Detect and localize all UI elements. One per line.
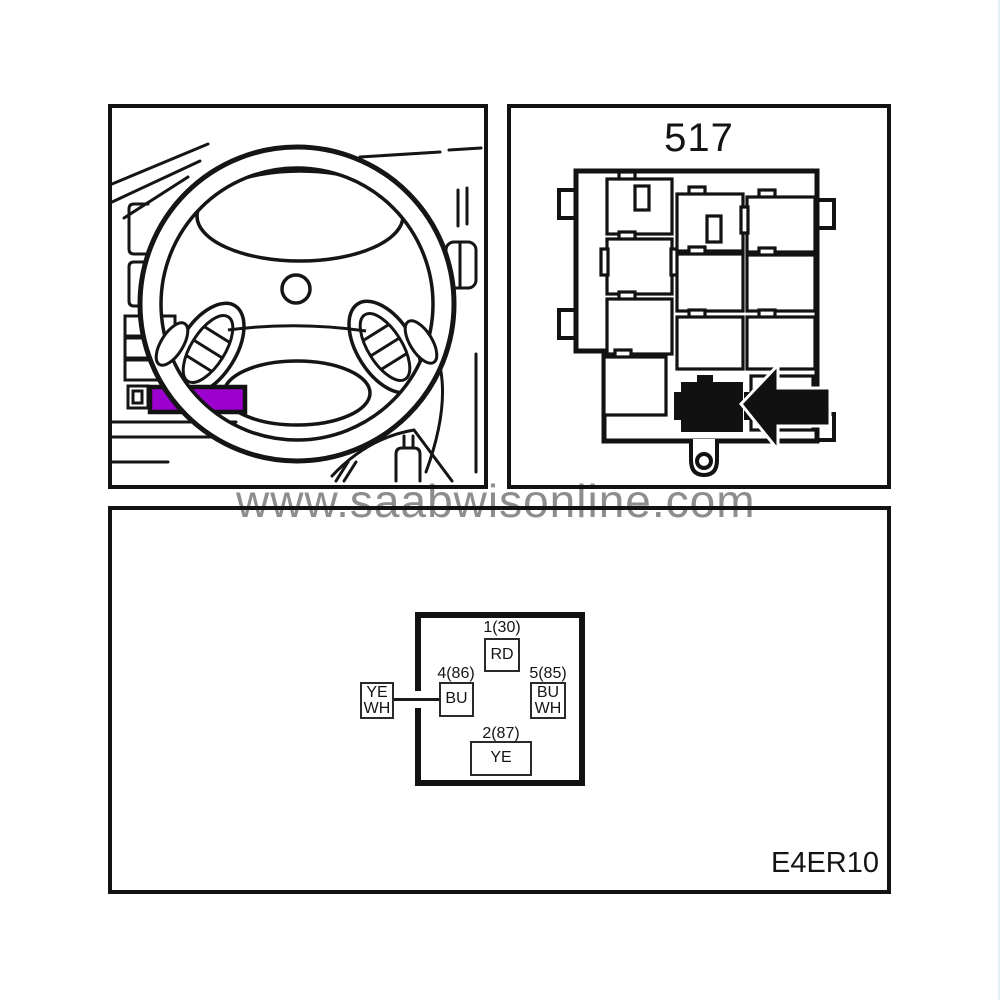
mounting-hole — [695, 452, 713, 470]
steering-wheel — [137, 144, 457, 464]
steering-wheel-illustration — [112, 142, 483, 483]
fusebox-panel: 517 — [507, 104, 891, 489]
relay-slot — [675, 252, 745, 313]
relay-slot — [745, 195, 817, 254]
location-arrow-icon — [739, 361, 832, 455]
drawing-reference-code: E4ER10 — [770, 847, 879, 879]
relay-slot — [602, 355, 668, 417]
pin-label-1-30: 1(30) — [483, 619, 521, 636]
wire-box-bu: BU — [439, 682, 474, 717]
relay-slots — [599, 170, 817, 432]
wire-color-bottom: WH — [363, 700, 391, 717]
relay-slot — [605, 237, 674, 296]
relay-slot — [745, 315, 817, 371]
relay-slot — [745, 253, 817, 313]
wire-color-top: YE — [366, 684, 388, 701]
horn-button — [280, 273, 312, 305]
wire-box-bu-wh: BU WH — [530, 682, 566, 719]
pin-label-4-86: 4(86) — [437, 665, 475, 682]
clip — [815, 198, 836, 230]
location-panel — [108, 104, 488, 489]
wire-86-line — [393, 698, 440, 701]
wire-color-bottom: WH — [534, 700, 562, 717]
wheel-rim-outer — [137, 144, 457, 464]
external-wire-box-ye-wh: YE WH — [360, 682, 394, 719]
watermark: www.saabwisonline.com — [236, 475, 756, 527]
wire-box-rd: RD — [484, 638, 520, 672]
connector-panel: 1(30) RD 4(86) BU 5(85) BU WH 2(87) YE Y… — [108, 506, 891, 894]
fusebox-illustration — [557, 168, 836, 478]
wheel-rim-inner — [159, 166, 435, 442]
hub-line — [227, 324, 367, 333]
relay-slot — [605, 297, 674, 356]
relay-slot — [675, 315, 745, 371]
wire-box-ye: YE — [470, 741, 532, 776]
wire-color-top: BU — [536, 684, 560, 701]
clip — [557, 188, 578, 220]
pin-label-2-87: 2(87) — [482, 725, 520, 742]
clip — [557, 308, 578, 340]
fusebox-number-label: 517 — [664, 116, 734, 160]
pin-label-5-85: 5(85) — [529, 665, 567, 682]
